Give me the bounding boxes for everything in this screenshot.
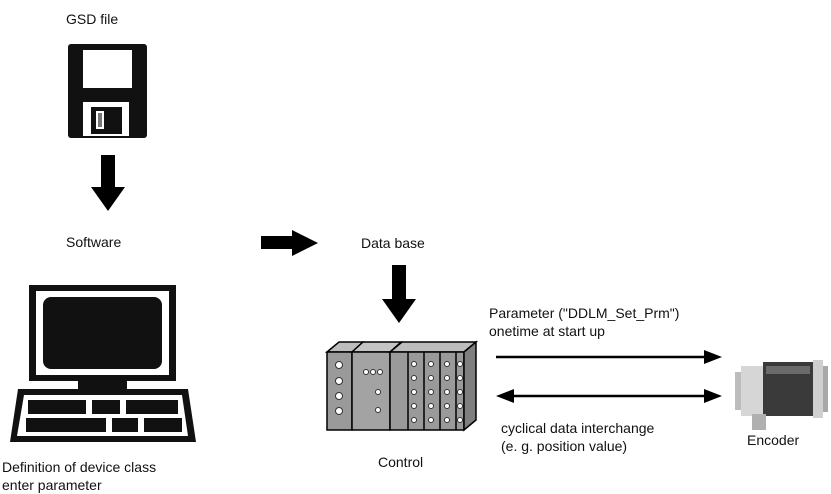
right-arrow-icon [261,230,318,256]
cyclical-label-line2: (e. g. position value) [501,438,628,454]
down-arrow-icon [91,155,125,211]
computer-icon [10,285,196,442]
cyclical-label-line1: cyclical data interchange [501,420,655,436]
cyclical-data-arrow [496,389,722,403]
plc-leds [335,361,463,423]
control-label: Control [378,454,424,470]
down-arrow-icon [382,265,416,323]
gsd-file-label: GSD file [66,11,119,27]
plc-control-icon [324,340,479,432]
software-label: Software [66,234,122,250]
encoder-label: Encoder [747,432,800,448]
data-base-label: Data base [361,235,425,251]
rotary-encoder-icon [735,360,828,430]
definition-label-line1: Definition of device class [2,459,157,475]
parameter-arrow [496,350,722,364]
parameter-label-line1: Parameter ("DDLM_Set_Prm") [489,305,680,321]
floppy-disk-icon [68,44,147,138]
parameter-label-line2: onetime at start up [489,323,605,339]
definition-label-line2: enter parameter [2,477,102,493]
